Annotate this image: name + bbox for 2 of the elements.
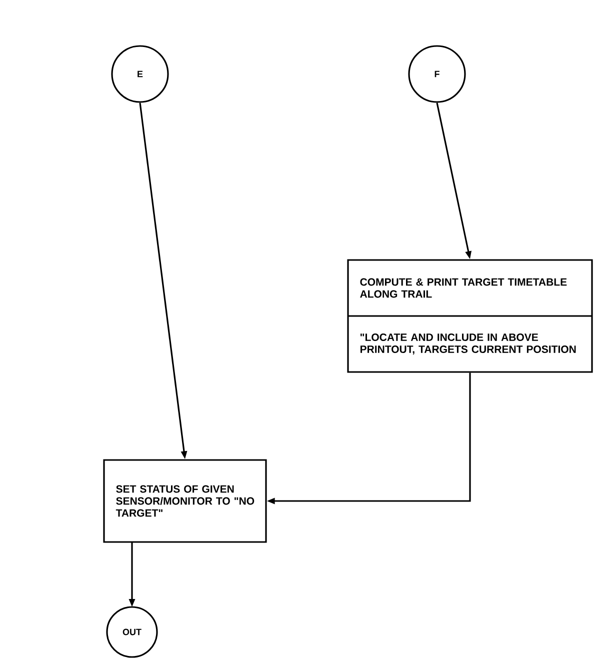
process-box: COMPUTE & PRINT TARGET TIMETABLE ALONG TRAIL "LOCATE AND INCLUDE IN ABOVE PRINTOUT, TARGETS CURRENT POSITION [347,259,593,373]
process-box: SET STATUS OF GIVEN SENSOR/MONITOR TO "NO TARGET" [103,459,267,543]
